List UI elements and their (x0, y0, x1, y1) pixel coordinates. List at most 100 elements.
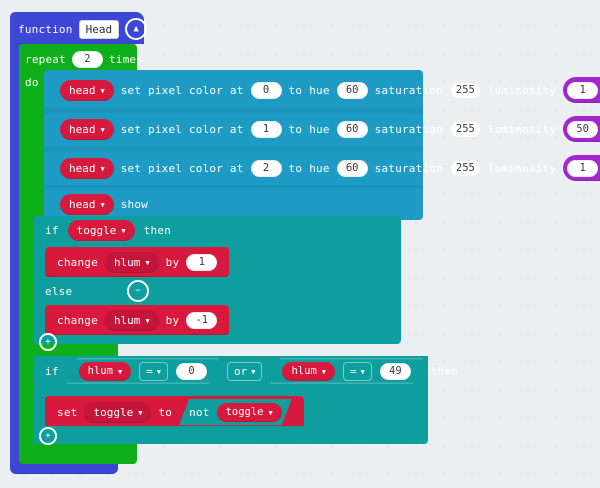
by-label: by (165, 313, 180, 327)
chevron-down-icon: ▼ (100, 200, 105, 209)
else-row[interactable]: else − (33, 278, 401, 304)
target-dropdown-head[interactable]: head▼ (60, 79, 114, 101)
to-label: to (288, 161, 303, 175)
chevron-down-icon: ▼ (145, 258, 150, 267)
change-keyword: change (57, 313, 98, 327)
math-operation-block[interactable]: 50 -▼ hlum▼ (563, 116, 600, 142)
hue-label: hue (309, 122, 330, 136)
hue-label: hue (309, 161, 330, 175)
saturation-label: saturation (374, 161, 443, 175)
target-dropdown-head[interactable]: head▼ (60, 193, 114, 215)
if-keyword: if (45, 223, 59, 237)
math-left-operand[interactable]: 1 (567, 81, 599, 99)
change-variable-block[interactable]: change hlum▼ by 1 (45, 247, 230, 277)
target-dropdown-head[interactable]: head▼ (60, 157, 114, 179)
compare-value-input[interactable]: 49 (380, 363, 411, 380)
math-left-operand[interactable]: 1 (567, 159, 599, 177)
pixel-index-input[interactable]: 0 (250, 81, 282, 99)
stack-notch-1 (44, 107, 423, 114)
repeat-times-label: times (108, 52, 144, 66)
repeat-do-label: do (25, 76, 39, 89)
chevron-up-circle-icon[interactable]: ▲ (125, 18, 148, 40)
target-dropdown-head[interactable]: head▼ (60, 118, 114, 140)
saturation-input[interactable]: 255 (449, 81, 481, 99)
chevron-down-icon: ▼ (100, 86, 105, 95)
to-label: to (158, 405, 173, 419)
set-pixel-color-label: set pixel color at (120, 83, 244, 97)
comparison-right[interactable]: hlum▼ =▼ 49 (270, 358, 422, 384)
set-variable-dropdown[interactable]: toggle▼ (84, 401, 152, 423)
repeat-count-input[interactable]: 2 (71, 50, 103, 68)
if-else-header[interactable]: if toggle▼ then (33, 216, 401, 244)
repeat-header-row: repeat 2 times (25, 50, 143, 68)
chevron-down-icon: ▼ (117, 367, 123, 376)
show-label: show (120, 197, 149, 211)
chevron-down-icon: ▼ (156, 367, 162, 376)
luminosity-label: luminosity (487, 161, 557, 175)
function-name-field[interactable]: Head (78, 19, 120, 39)
saturation-input[interactable]: 255 (449, 120, 481, 138)
set-pixel-color-label: set pixel color at (120, 122, 244, 136)
set-pixel-color-label: set pixel color at (120, 161, 244, 175)
function-header-row: function Head ▲ (18, 18, 148, 40)
compare-variable-hlum[interactable]: hlum▼ (79, 362, 132, 381)
not-operand-toggle[interactable]: toggle▼ (217, 403, 282, 422)
change-variable-dropdown[interactable]: hlum▼ (104, 251, 159, 273)
chevron-down-icon: ▼ (138, 408, 143, 417)
not-keyword: not (189, 405, 210, 419)
function-block-header[interactable] (10, 12, 144, 44)
set-variable-block[interactable]: set toggle▼ to not toggle▼ (45, 396, 304, 428)
chevron-down-icon: ▼ (145, 316, 150, 325)
change-variable-dropdown[interactable]: hlum▼ (104, 309, 159, 331)
minus-circle-icon[interactable]: − (127, 280, 149, 302)
saturation-input[interactable]: 255 (449, 159, 481, 177)
comparison-left[interactable]: hlum▼ =▼ 0 (67, 358, 219, 384)
condition-variable-toggle[interactable]: toggle▼ (67, 219, 135, 241)
if-bounds-header[interactable]: if hlum▼ =▼ 0 or▼ hlum▼ =▼ 49 then (33, 356, 458, 386)
logic-join-operator-dropdown[interactable]: or▼ (227, 361, 263, 381)
set-pixel-color-row[interactable]: head▼ set pixel color at 0 to hue 60 sat… (44, 74, 600, 106)
change-amount-input[interactable]: -1 (186, 311, 218, 329)
pixel-index-input[interactable]: 2 (250, 159, 282, 177)
hue-input[interactable]: 60 (336, 159, 368, 177)
if-keyword: if (45, 364, 59, 378)
to-label: to (288, 122, 303, 136)
chevron-down-icon: ▼ (121, 226, 126, 235)
repeat-keyword: repeat (25, 52, 66, 66)
hue-input[interactable]: 60 (336, 81, 368, 99)
set-pixel-color-row[interactable]: head▼ set pixel color at 1 to hue 60 sat… (44, 113, 600, 145)
compare-operator-dropdown[interactable]: =▼ (139, 362, 168, 381)
else-keyword: else (45, 284, 73, 298)
chevron-down-icon: ▼ (100, 125, 105, 134)
hue-input[interactable]: 60 (336, 120, 368, 138)
chevron-down-icon: ▼ (321, 367, 326, 376)
function-keyword: function (18, 22, 73, 36)
saturation-label: saturation (374, 83, 443, 97)
to-label: to (288, 83, 303, 97)
set-keyword: set (57, 405, 78, 419)
if-bounds-footer (33, 426, 428, 444)
chevron-down-icon: ▼ (360, 367, 365, 376)
hue-label: hue (309, 83, 330, 97)
plus-circle-icon[interactable]: + (39, 333, 57, 351)
compare-variable-hlum[interactable]: hlum▼ (282, 362, 335, 381)
then-keyword: then (143, 223, 171, 237)
chevron-down-icon: ▼ (268, 408, 273, 417)
head-show-row[interactable]: head▼ show (44, 188, 423, 220)
change-amount-input[interactable]: 1 (186, 253, 218, 271)
math-operation-block[interactable]: 1 +▼ hlum▼ (563, 77, 600, 103)
plus-circle-icon[interactable]: + (39, 427, 57, 445)
set-pixel-color-row[interactable]: head▼ set pixel color at 2 to hue 60 sat… (44, 152, 600, 184)
luminosity-label: luminosity (487, 83, 557, 97)
pixel-index-input[interactable]: 1 (250, 120, 282, 138)
then-keyword: then (430, 364, 459, 378)
chevron-down-icon: ▼ (251, 367, 256, 376)
math-left-operand[interactable]: 50 (567, 120, 599, 138)
not-operator-block[interactable]: not toggle▼ (179, 399, 292, 425)
compare-operator-dropdown[interactable]: =▼ (343, 362, 372, 381)
math-operation-block[interactable]: 1 +▼ hlum▼ (563, 155, 600, 181)
by-label: by (165, 255, 180, 269)
compare-value-input[interactable]: 0 (176, 363, 207, 380)
change-variable-block[interactable]: change hlum▼ by -1 (45, 305, 230, 335)
